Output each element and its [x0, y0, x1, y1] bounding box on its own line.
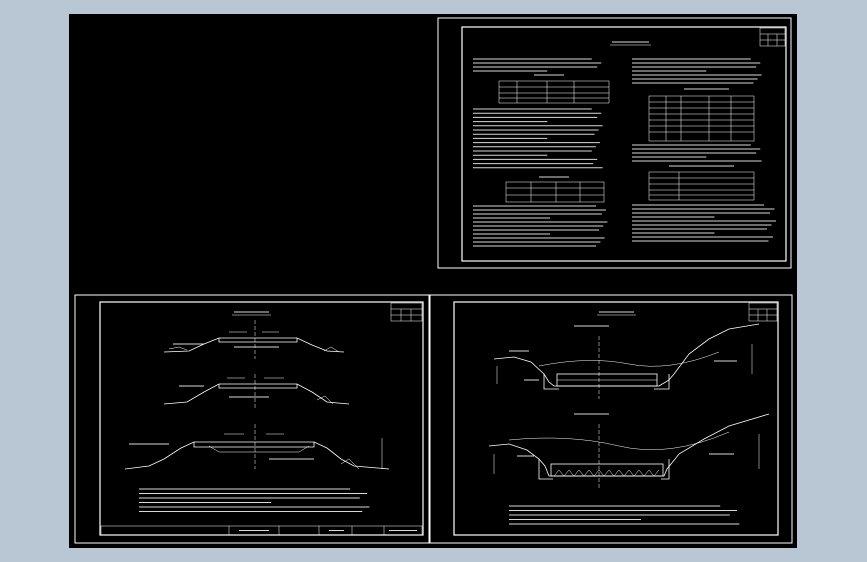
drainage-notes: [509, 505, 740, 525]
title-block: [748, 302, 778, 322]
bottom-title-bar: [100, 525, 423, 536]
sheet-border: [429, 294, 793, 544]
cross-section-2: [163, 374, 350, 409]
drawing-frame: [99, 301, 424, 536]
notes-right-column: [632, 58, 776, 242]
sheet-heading: [610, 41, 651, 46]
sheet-subgrade-sections[interactable]: [74, 294, 430, 544]
sheet-border: [437, 17, 792, 269]
cross-section-1: [163, 320, 345, 359]
table-layer-thickness: [648, 88, 755, 142]
drawing-frame: [453, 301, 779, 536]
title-block: [759, 27, 786, 47]
drawing-canvas[interactable]: [69, 14, 797, 548]
sheet-heading: [232, 311, 271, 316]
title-block: [390, 302, 423, 322]
cad-model-space[interactable]: [69, 14, 797, 548]
drainage-section-lower: [488, 413, 770, 489]
table-material: [505, 176, 605, 203]
drawing-frame: [461, 26, 787, 262]
sheet-design-notes[interactable]: [437, 17, 792, 269]
notes-left-column: [473, 58, 608, 247]
drainage-section-upper: [493, 323, 760, 399]
sheet-drainage-sections[interactable]: [429, 294, 793, 544]
table-compaction: [498, 74, 610, 104]
table-soft-soil: [648, 165, 755, 201]
sheet-heading: [597, 311, 636, 316]
cross-section-3: [124, 424, 390, 470]
section-notes: [139, 488, 370, 512]
sheet-border: [74, 294, 430, 544]
